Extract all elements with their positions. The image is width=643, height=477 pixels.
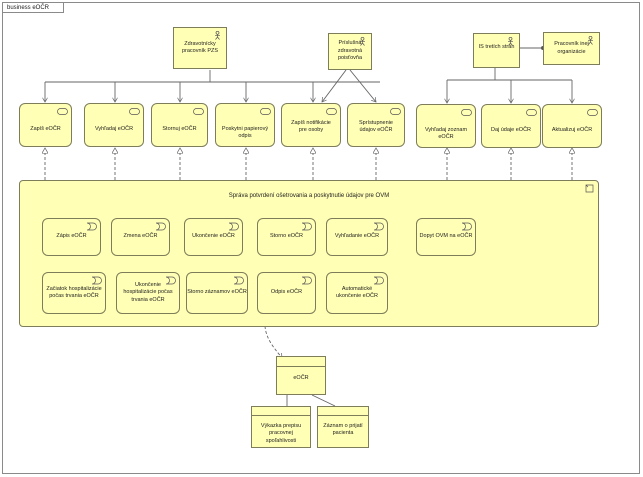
service-icon [129,108,140,115]
service-icon [193,108,204,115]
object-vykazka[interactable]: Výkazka prepisu pracovnej spoľahlivosti [251,406,311,448]
edge-poist-notif [322,69,347,102]
event-ukoncenie-hospitalizacie[interactable]: Ukončenie hospitalizácie počas trvania e… [116,272,180,314]
event-storno-zaznamov[interactable]: Storno záznamov eOČR [186,272,248,314]
service-icon [260,108,271,115]
event-icon [373,276,384,285]
service-vyhladaj[interactable]: Vyhľadaj eOČR [84,103,144,147]
agg-eocr-zaznam [311,394,336,407]
event-storno[interactable]: Storno eOČR [257,218,316,256]
service-daj-udaje[interactable]: Daj údaje eOČR [481,104,541,148]
actor-poistovna[interactable]: Príslušná zdravotná poisťovňa [328,33,372,70]
actor-icon [360,37,365,46]
service-aktualizuj[interactable]: Aktualizuj eOČR [542,104,602,148]
service-zapis[interactable]: Zapíš eOČR [19,103,72,147]
actor-icon [215,31,220,40]
event-zmena[interactable]: Zmena eOČR [111,218,170,256]
object-header-bar [277,357,325,367]
event-icon [91,276,102,285]
event-ukoncenie[interactable]: Ukončenie eOČR [184,218,243,256]
event-dopyt-ovm[interactable]: Dopyt OVM na eOČR [416,218,476,256]
object-zaznam-o-prijati[interactable]: Záznam o prijatí pacienta [317,406,369,448]
event-zaciatok-hospitalizacie[interactable]: Začiatok hospitalizácie počas trvania eO… [42,272,106,314]
service-notifikacie[interactable]: Zapíš notifikácie pre osoby [281,103,341,147]
service-papierovy-odpis[interactable]: Poskytni papierový odpis [215,103,275,147]
view-title: business eOČR [2,2,65,13]
edge-poist-spris [349,69,376,102]
event-icon [373,222,384,231]
service-vyhladaj-zoznam[interactable]: Vyhľadaj zoznam eOČR [416,104,476,148]
service-icon [461,109,472,116]
service-icon [390,108,401,115]
object-header-bar [252,407,310,416]
event-icon [155,222,166,231]
event-zapis[interactable]: Zápis eOČR [42,218,101,256]
actor-pracovnik-inej-organizacie[interactable]: Pracovník inej organizácie [543,32,600,65]
actor-icon [508,37,513,46]
event-vyhladanie[interactable]: Vyhľadanie eOČR [326,218,388,256]
actor-is-tretich-stran[interactable]: IS tretích strán [473,33,520,68]
event-odpis[interactable]: Odpis eOČR [257,272,316,314]
service-icon [326,108,337,115]
event-icon [301,222,312,231]
service-icon [526,109,537,116]
service-spristupnenie[interactable]: Sprístupnenie údajov eOČR [347,103,405,147]
service-icon [57,108,68,115]
actor-icon [588,36,593,45]
event-icon [461,222,472,231]
event-icon [233,276,244,285]
service-storno[interactable]: Stornuj eOČR [151,103,208,147]
object-eocr[interactable]: eOČR [276,356,326,395]
event-icon [228,222,239,231]
event-icon [301,276,312,285]
actor-zdravotnicky-pracovnik[interactable]: Zdravotnícky pracovník PZS [173,27,227,69]
event-icon [86,222,97,231]
service-icon [587,109,598,116]
process-icon [585,184,594,193]
event-icon [165,276,176,285]
event-automaticke-ukoncenie[interactable]: Automatické ukončenie eOČR [326,272,388,314]
object-header-bar [318,407,368,416]
access-eocr [264,325,282,358]
